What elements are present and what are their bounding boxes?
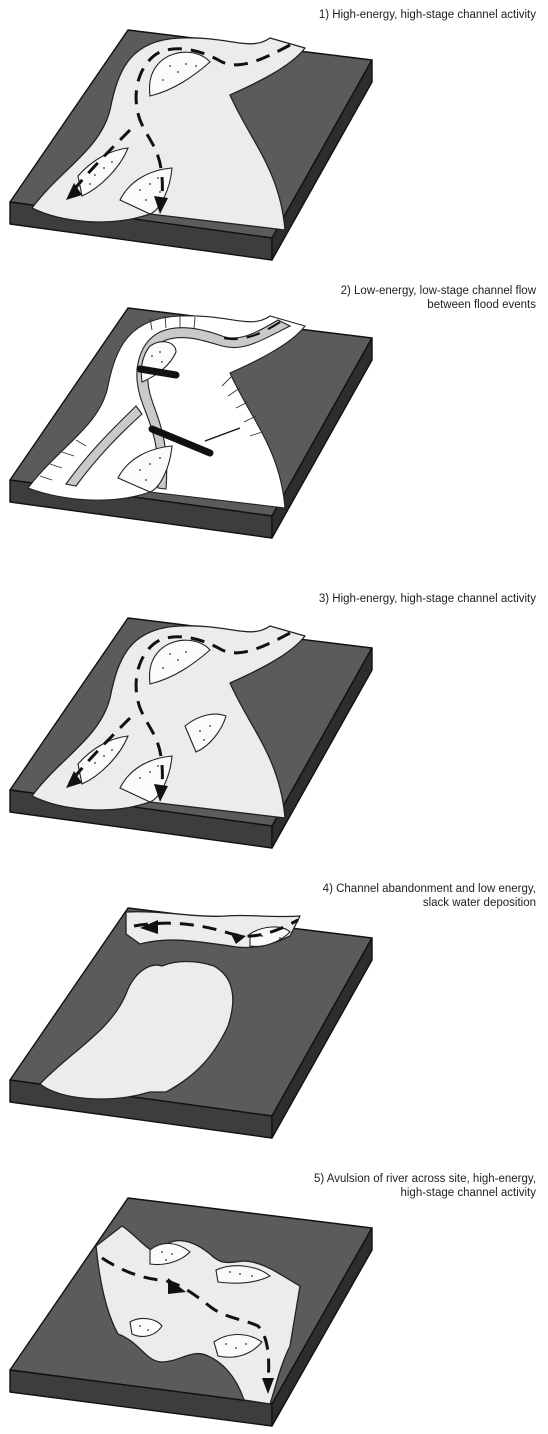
panel-2: 2) Low-energy, low-stage channel flow be… (0, 276, 548, 566)
panel-1-block-diagram (0, 0, 548, 270)
panel-5-block-diagram (0, 1166, 548, 1434)
panel-3-block-diagram (0, 586, 548, 856)
panel-4-block-diagram (0, 876, 548, 1146)
panel-1: 1) High-energy, high-stage channel activ… (0, 0, 548, 270)
panel-4: 4) Channel abandonment and low energy, s… (0, 876, 548, 1146)
panel-5: 5) Avulsion of river across site, high-e… (0, 1166, 548, 1434)
panel-3: 3) High-energy, high-stage channel activ… (0, 586, 548, 856)
panel-2-block-diagram (0, 276, 548, 566)
